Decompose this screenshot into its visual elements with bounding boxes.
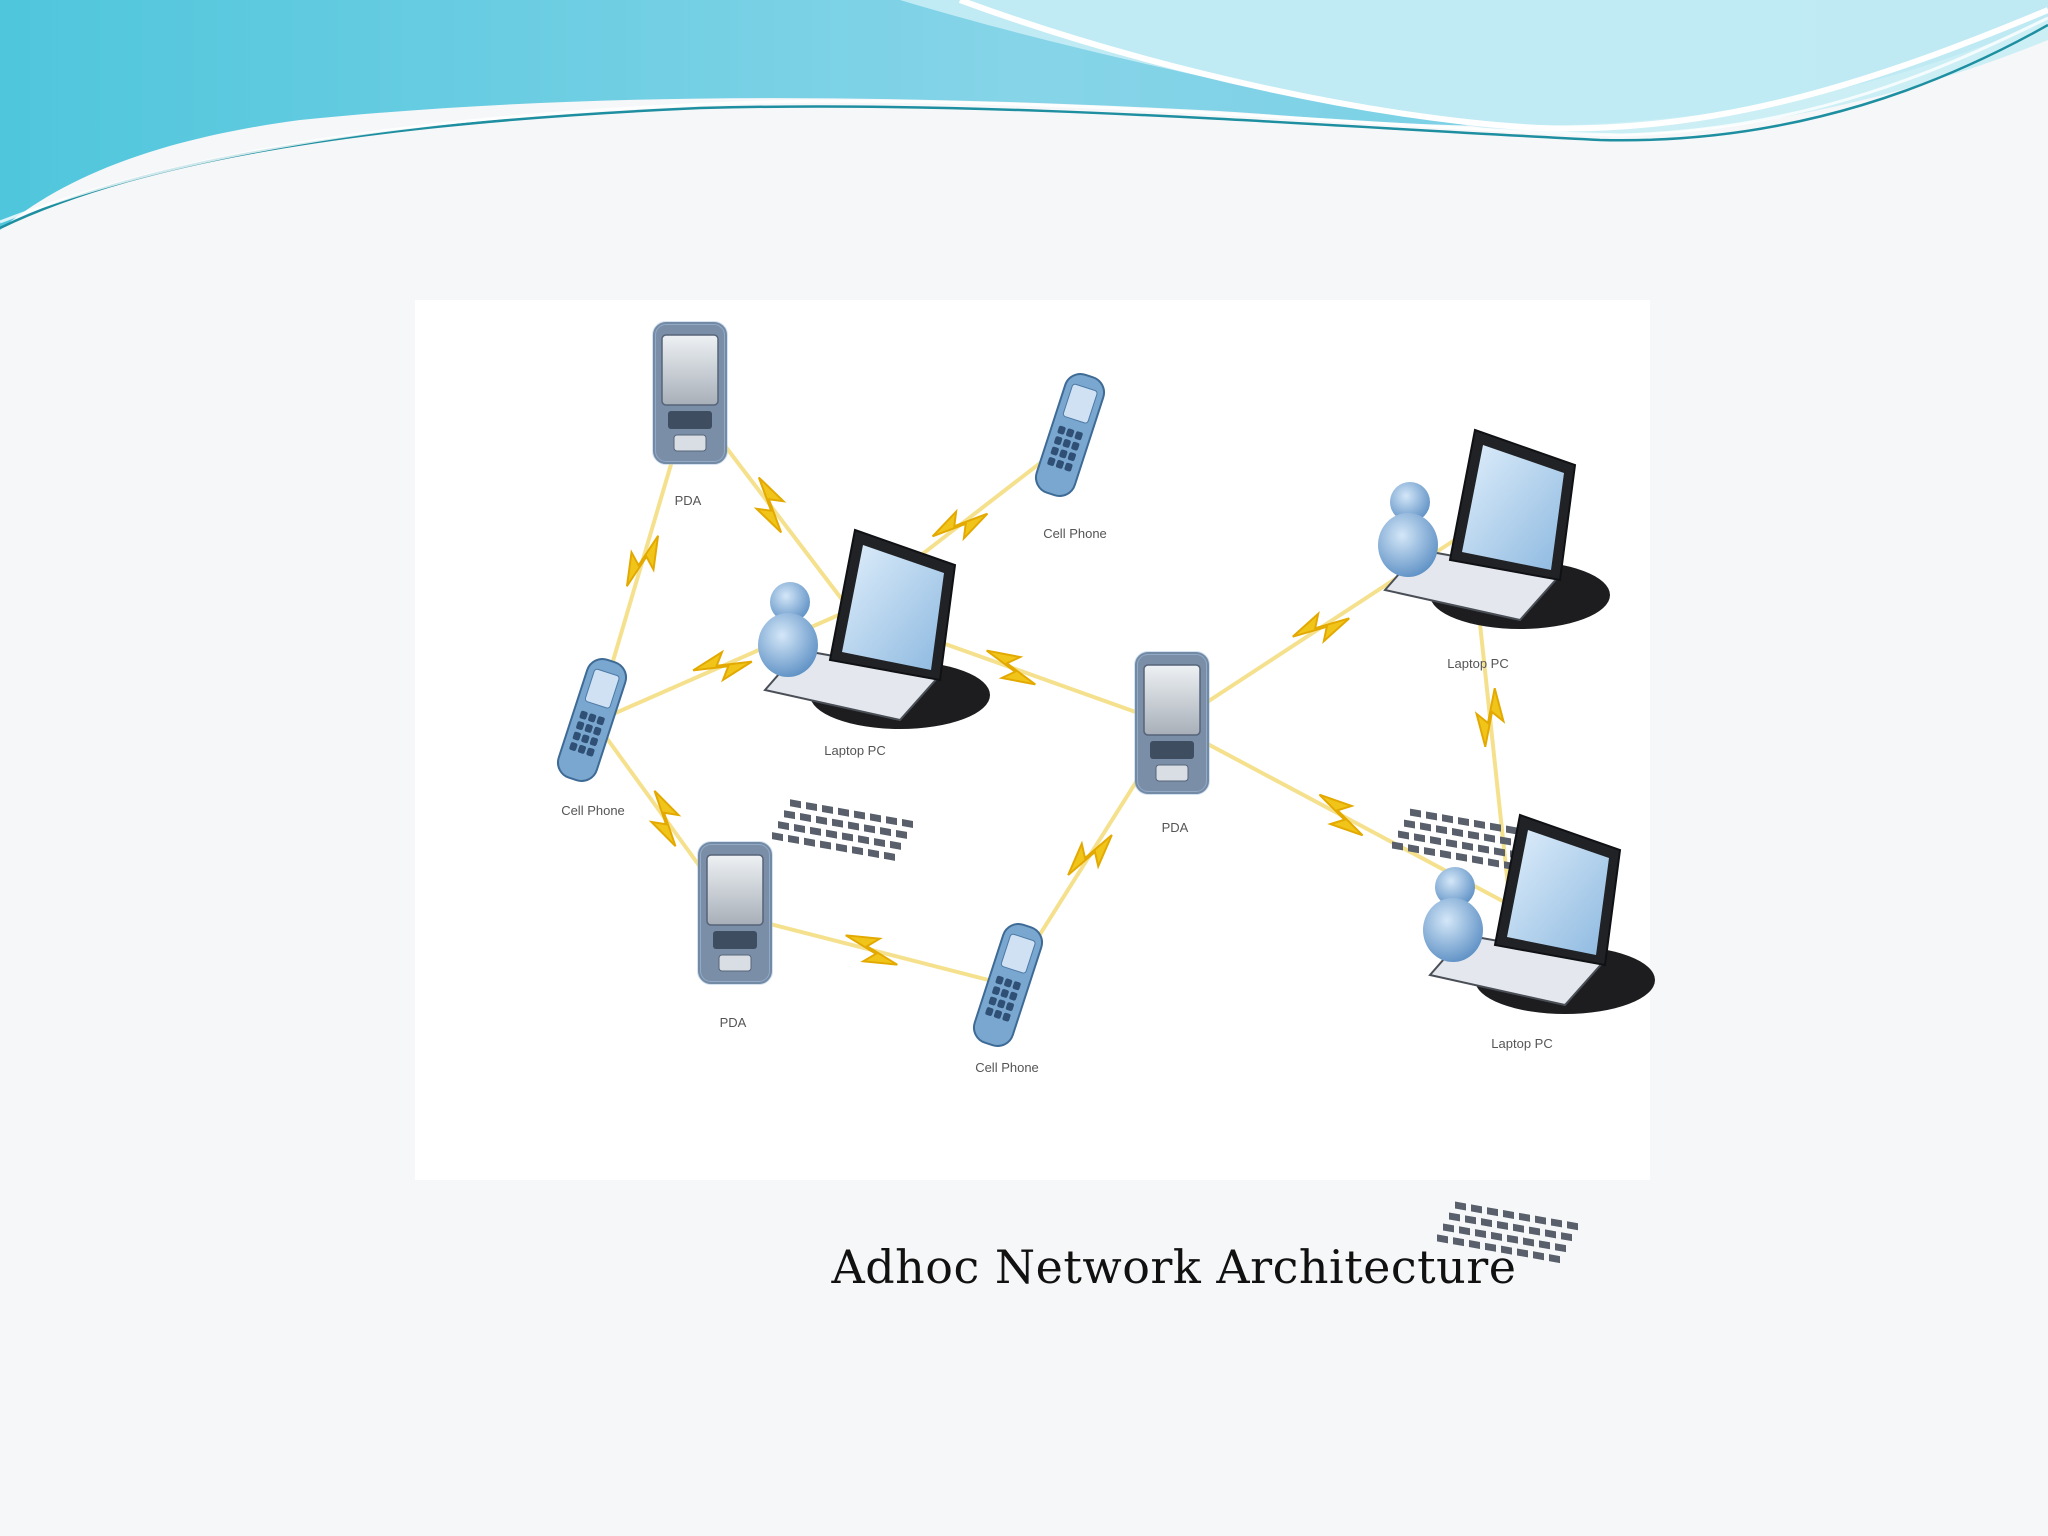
diagram-background <box>415 300 1650 1180</box>
cell-phone-icon <box>556 658 628 782</box>
node-label: Laptop PC <box>1491 1036 1552 1051</box>
node-cell-left: Cell Phone <box>556 658 628 818</box>
node-label: Cell Phone <box>1043 526 1107 541</box>
lightning-bolt-icon <box>1474 687 1506 748</box>
node-label: PDA <box>720 1015 747 1030</box>
node-pda-middle: PDA <box>1134 651 1210 835</box>
lightning-bolt-icon <box>648 790 682 847</box>
lightning-bolt-icon <box>1067 834 1113 876</box>
lightning-bolt-icon <box>845 934 898 966</box>
laptop-icon <box>1378 428 1610 871</box>
node-laptop-right-top: Laptop PC <box>1378 428 1610 871</box>
node-label: PDA <box>1162 820 1189 835</box>
lightning-bolt-icon <box>692 649 753 683</box>
node-cell-bottom: Cell Phone <box>972 923 1044 1075</box>
lightning-bolt-icon <box>931 508 989 542</box>
pda-icon <box>697 841 773 985</box>
node-pda-bottom: PDA <box>697 841 773 1030</box>
node-laptop-center: Laptop PC <box>758 528 990 861</box>
node-label: PDA <box>675 493 702 508</box>
node-cell-top: Cell Phone <box>1034 373 1107 541</box>
laptop-icon <box>758 528 990 861</box>
lightning-bolt-icon <box>1318 793 1364 837</box>
node-label: Laptop PC <box>824 743 885 758</box>
lightning-bolt-icon <box>625 535 660 587</box>
node-label: Laptop PC <box>1447 656 1508 671</box>
node-label: Cell Phone <box>561 803 625 818</box>
slide-caption: Adhoc Network Architecture <box>831 1240 1517 1294</box>
wireless-link <box>734 913 1009 987</box>
lightning-bolt-icon <box>753 476 787 534</box>
lightning-bolt-icon <box>1292 611 1350 644</box>
cell-phone-icon <box>1034 373 1106 497</box>
lightning-bolt-icon <box>986 649 1036 686</box>
laptop-icon <box>1423 813 1655 1264</box>
header-wave-decoration <box>0 0 2048 230</box>
node-laptop-right-bottom: Laptop PC <box>1423 813 1655 1264</box>
node-pda-top: PDA <box>652 321 728 508</box>
cell-phone-icon <box>972 923 1044 1047</box>
pda-icon <box>652 321 728 465</box>
pda-icon <box>1134 651 1210 795</box>
node-label: Cell Phone <box>975 1060 1039 1075</box>
